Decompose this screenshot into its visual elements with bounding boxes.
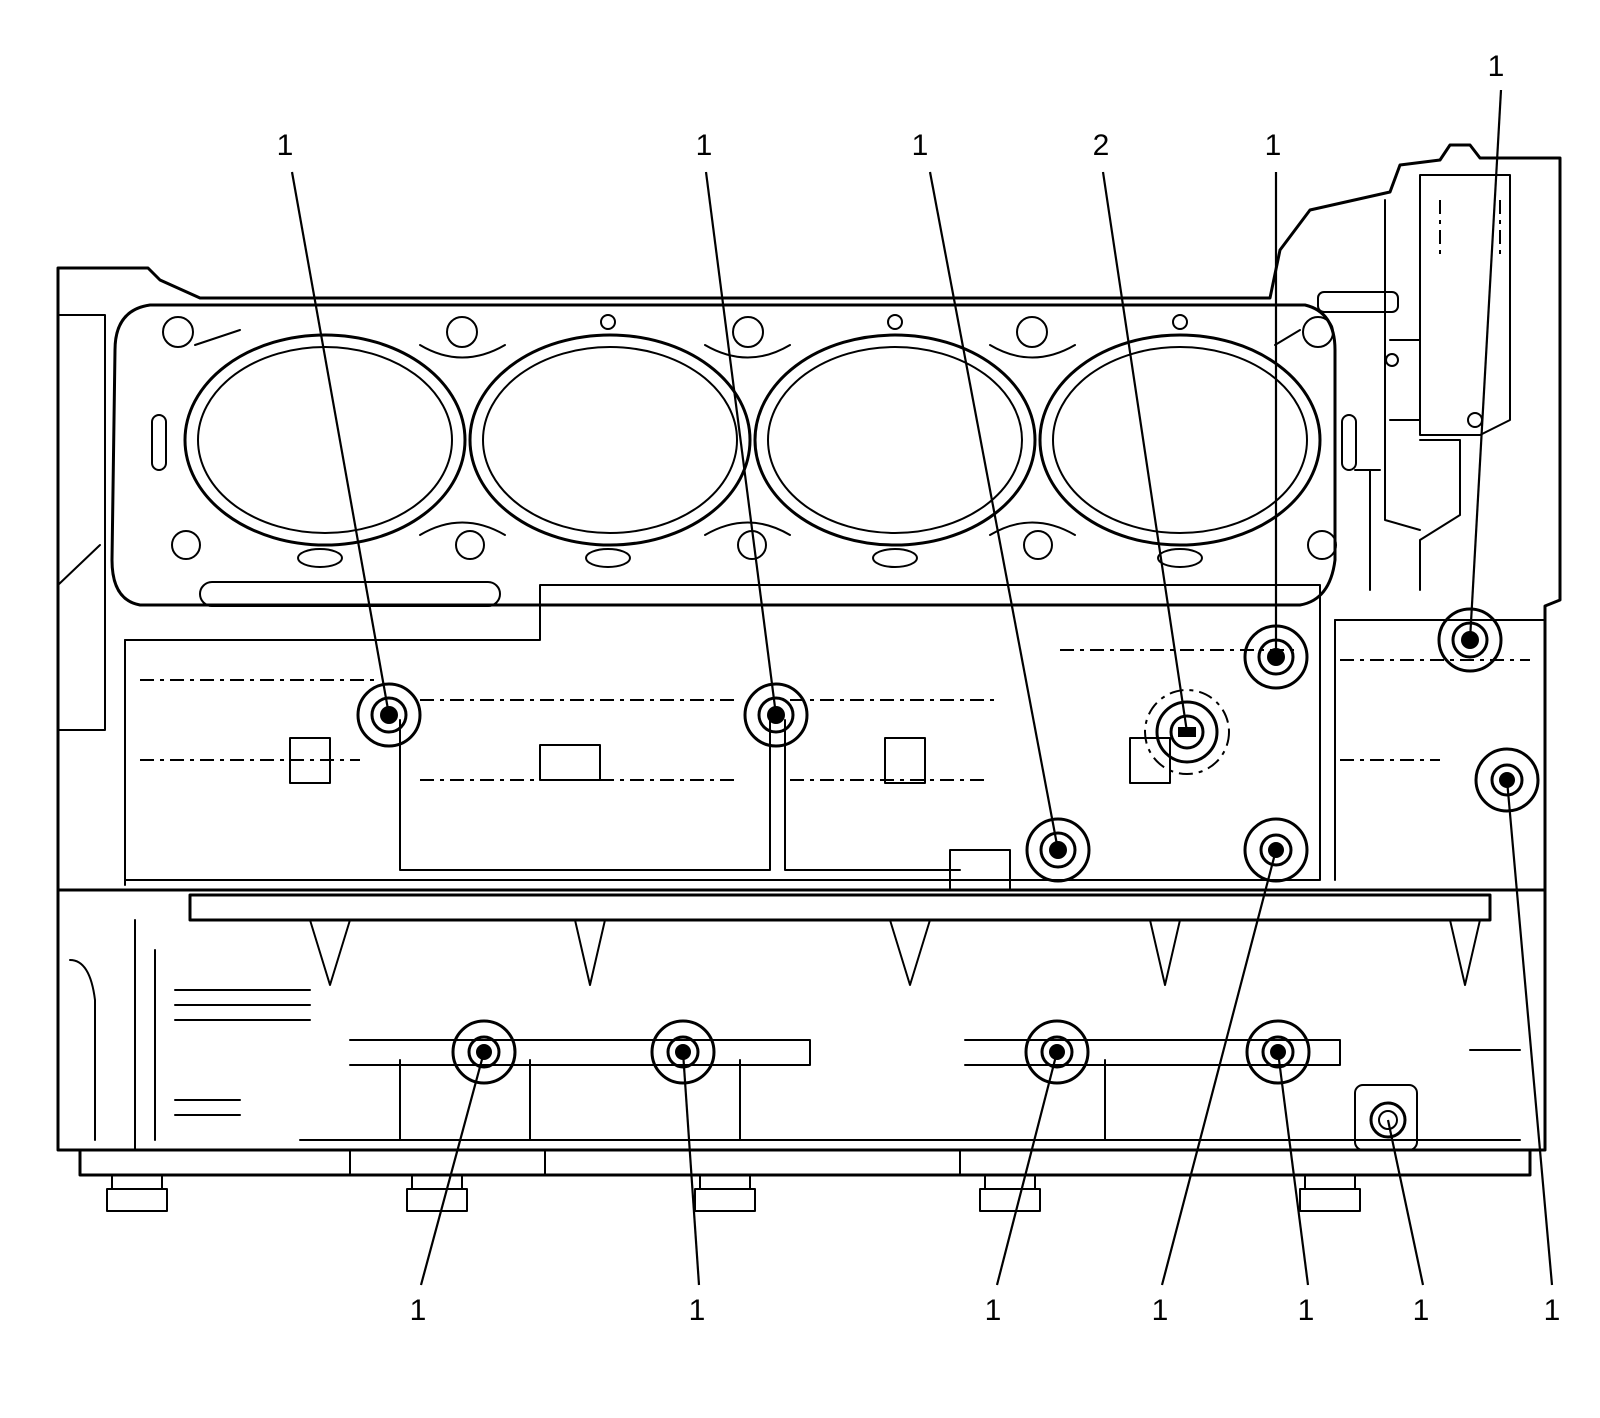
timing-cover-area [1317, 174, 1511, 591]
plug-9 [451, 1019, 517, 1085]
callout-label: 1 [1413, 1294, 1430, 1327]
callout-label: 2 [1093, 129, 1110, 162]
bearing-cap-area [69, 949, 1521, 1151]
lower-skirt [69, 893, 1521, 1151]
water-jacket-slots [194, 329, 1301, 536]
block-casting-details [124, 584, 1546, 891]
plug-13 [1369, 1101, 1407, 1139]
skirt-ribs [309, 919, 1481, 986]
cylinder-bores [183, 333, 1322, 547]
callout-label: 1 [1544, 1294, 1561, 1327]
oil-pan-bolt [979, 1174, 1041, 1212]
callout-label: 1 [1152, 1294, 1169, 1327]
callout-label: 1 [985, 1294, 1002, 1327]
callout-label: 1 [689, 1294, 706, 1327]
oil-pan-bolt [1299, 1174, 1361, 1212]
leader-lines [290, 89, 1554, 1286]
block-outline [56, 143, 1562, 1177]
plug-10 [650, 1019, 716, 1085]
callout-label: 1 [1298, 1294, 1315, 1327]
callout-label: 1 [696, 129, 713, 162]
callout-labels: 1 1 1 2 1 1 1 1 1 1 1 1 1 [277, 50, 1561, 1327]
callout-label: 1 [1488, 50, 1505, 83]
oil-pan-bolts [106, 1149, 1361, 1212]
callout-label: 1 [410, 1294, 427, 1327]
callout-label: 1 [277, 129, 294, 162]
head-bolt-holes [151, 314, 1357, 607]
gallery-plugs [356, 607, 1540, 1139]
callout-label: 1 [912, 129, 929, 162]
oil-pan-bolt [406, 1174, 468, 1212]
head-gasket [110, 303, 1357, 607]
oil-pan-bolt [694, 1174, 756, 1212]
oil-pan-bolt [106, 1174, 168, 1212]
callout-label: 1 [1265, 129, 1282, 162]
